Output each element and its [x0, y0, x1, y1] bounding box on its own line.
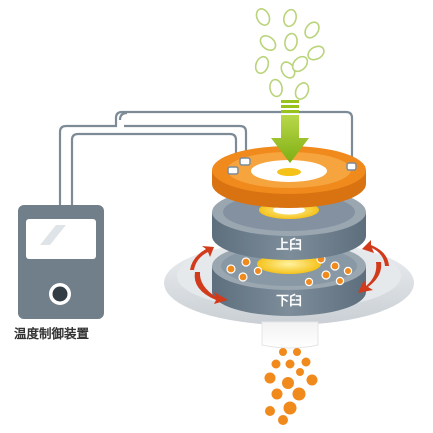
temperature-controller-label: 温度制御装置 — [14, 326, 90, 341]
control-wires — [58, 110, 354, 207]
lower-stone-label: 下臼 — [276, 293, 302, 309]
upper-stone-label: 上臼 — [276, 237, 302, 253]
ground-particles — [226, 254, 353, 287]
temperature-control-device — [18, 205, 104, 319]
down-arrow-icon — [271, 100, 309, 163]
flour-granules — [264, 348, 318, 425]
discharge-chute — [261, 321, 319, 349]
rotation-arrow-icon — [190, 240, 389, 304]
temperature-plate — [212, 146, 366, 208]
grain-seeds — [254, 8, 325, 100]
